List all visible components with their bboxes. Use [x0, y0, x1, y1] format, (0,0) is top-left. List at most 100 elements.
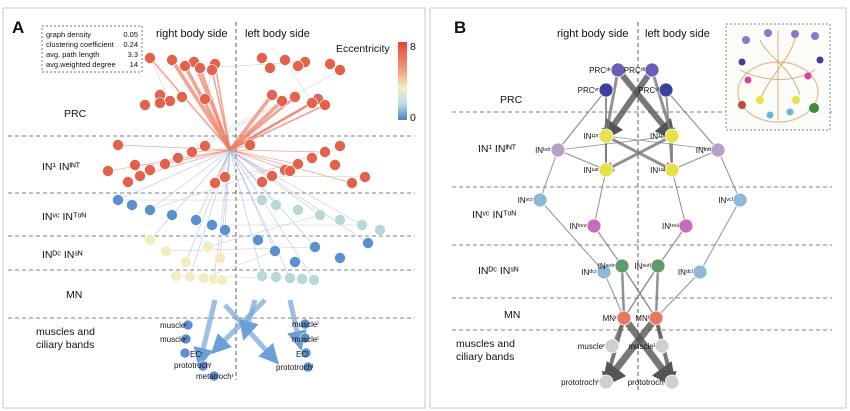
neuron-node [166, 54, 178, 66]
neuron-node [206, 219, 218, 231]
neuron-node [732, 192, 748, 208]
network-edge [699, 199, 741, 273]
neuron-node [166, 209, 178, 221]
node-label: metatrochʳ [196, 372, 234, 381]
neuron-node [244, 139, 256, 151]
neuron-node [190, 214, 202, 226]
network-edge [183, 65, 232, 151]
neuron-node [604, 338, 620, 354]
network-edge [593, 225, 623, 268]
network-edge [229, 149, 276, 252]
network-edge [198, 67, 232, 151]
network-edge [657, 225, 687, 268]
neuron-node [692, 264, 708, 280]
panel-b-edges [539, 68, 741, 388]
panel-b: B right body side left body side PRC IN¹… [429, 7, 847, 409]
panel-b-right-side: right body side [557, 28, 629, 40]
network-edge [229, 149, 299, 165]
neuron-node [214, 252, 226, 264]
stat-value: 3.3 [128, 50, 138, 59]
node-label: INᵛᶜʳ [518, 196, 533, 205]
node-label: MNˡ [635, 314, 649, 323]
panel-b-left-side: left body side [645, 28, 710, 40]
panel-a-label: A [12, 18, 24, 37]
graph-stats-box: graph density 0.05 clustering coefficien… [41, 25, 143, 73]
network-edge [592, 169, 607, 228]
network-edge [185, 149, 231, 263]
neuron-node [256, 176, 268, 188]
network-edge [229, 149, 291, 279]
network-edge [229, 149, 321, 216]
network-edge [619, 265, 629, 321]
neuron-node [292, 60, 304, 72]
neuron-node [144, 204, 156, 216]
network-edge [284, 59, 313, 104]
neuron-node [598, 82, 614, 98]
neuron-node [139, 99, 151, 111]
network-edge [539, 199, 605, 273]
network-edge [605, 134, 719, 151]
network-edge [189, 149, 231, 278]
neuron-node [216, 274, 228, 286]
neuron-node [650, 258, 666, 274]
neuron-node [292, 204, 304, 216]
neuron-node [219, 171, 231, 183]
effector-node [197, 360, 209, 372]
neuron-node [219, 224, 231, 236]
neuron-node [176, 91, 188, 103]
layer-label-ciliary: ciliary bands [36, 339, 94, 351]
neuron-node [324, 58, 336, 70]
neuron-node [144, 234, 156, 246]
neuron-node [279, 54, 291, 66]
layer-label-in1-int: IN¹ INᴵᴺᵀ [478, 143, 517, 155]
neuron-morphology-inset [725, 23, 831, 131]
network-edge [671, 169, 688, 228]
panel-a-left-side: left body side [245, 28, 310, 40]
neuron-node [209, 177, 221, 189]
neuron-node [359, 171, 371, 183]
node-label: muscleʳ [160, 335, 187, 344]
effector-edge [239, 299, 259, 341]
panel-a-edges [107, 57, 369, 368]
neuron-node [122, 176, 134, 188]
neuron-node [198, 272, 210, 284]
layer-label-muscles: muscles and [36, 326, 95, 338]
effector-node [302, 361, 314, 373]
node-label: ECʳ [190, 350, 203, 359]
effector-edge [193, 299, 218, 368]
neuron-node [184, 271, 196, 283]
network-edge [211, 69, 231, 151]
neuron-node [654, 338, 670, 354]
network-edge [229, 101, 313, 152]
effector-node [299, 318, 311, 330]
panel-a-right-side: right body side [156, 28, 228, 40]
node-label: PRCᵛˡ [638, 86, 659, 95]
neuron-node [129, 159, 141, 171]
neuron-node [334, 140, 346, 152]
neuron-node [269, 245, 281, 257]
network-edge [655, 271, 701, 319]
network-edge [229, 149, 363, 226]
neuron-node [112, 194, 124, 206]
neuron-node [180, 256, 192, 268]
network-edge [229, 149, 326, 153]
neuron-node [356, 219, 368, 231]
neuron-node [186, 146, 198, 158]
neuron-node [309, 241, 321, 253]
network-edge [621, 265, 657, 320]
node-label: IN¹ᵖʳ [583, 132, 599, 141]
node-label: MNʳ [603, 314, 617, 323]
node-label: INᵈᶜʳ [581, 268, 597, 277]
neuron-node [270, 271, 282, 283]
network-edge [117, 149, 231, 201]
stat-name: avg.weighted degree [46, 60, 116, 69]
node-label: INᵗᵒⁿʳ [569, 222, 587, 231]
network-edge [603, 134, 673, 172]
layer-label-mn: MN [504, 309, 520, 321]
colorbar-gradient [398, 42, 407, 120]
stat-value: 14 [130, 60, 138, 69]
network-edge [207, 214, 321, 248]
neuron-node [306, 97, 318, 109]
neuron-node [598, 162, 614, 178]
